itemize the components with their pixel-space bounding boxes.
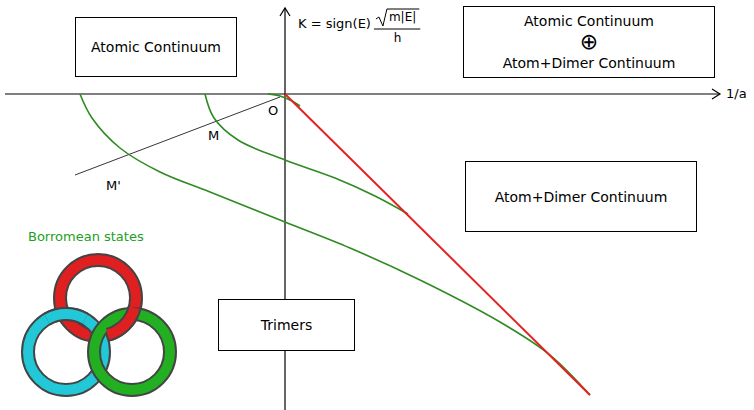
curves (80, 94, 590, 395)
y-axis-arrow (280, 8, 290, 16)
region-name: Atom+Dimer Continuum (495, 188, 668, 206)
region-box: Atomic Continuum (75, 17, 237, 77)
region-box: Atom+Dimer Continuum (465, 161, 697, 232)
region-box: Atomic Continuum⊕Atom+Dimer Continuum (463, 6, 715, 78)
axis-formula: h (394, 31, 402, 46)
region-name: Trimers (261, 316, 312, 334)
curve (205, 94, 408, 214)
axis-formula: m|E| (389, 10, 416, 25)
x-axis-arrow (712, 89, 720, 99)
fraction-bar (374, 29, 420, 30)
point-label: M (208, 128, 219, 143)
radical-sign (376, 9, 419, 26)
direct-sum-symbol: ⊕ (580, 30, 598, 54)
region-name: Atomic Continuum (91, 38, 221, 56)
formula-marks (374, 9, 420, 29)
x-axis (5, 93, 720, 94)
origin-label: O (268, 103, 278, 118)
axis-formula: K = sign(E) (298, 16, 371, 31)
region-name: Atom+Dimer Continuum (503, 54, 676, 72)
point-label: M' (106, 178, 121, 193)
region-box: Trimers (218, 299, 355, 351)
group-label: Borromean states (28, 229, 144, 244)
curve (80, 94, 590, 395)
borromean-rings (28, 260, 170, 390)
axis-label: 1/a (726, 86, 747, 101)
region-name: Atomic Continuum (524, 12, 654, 30)
